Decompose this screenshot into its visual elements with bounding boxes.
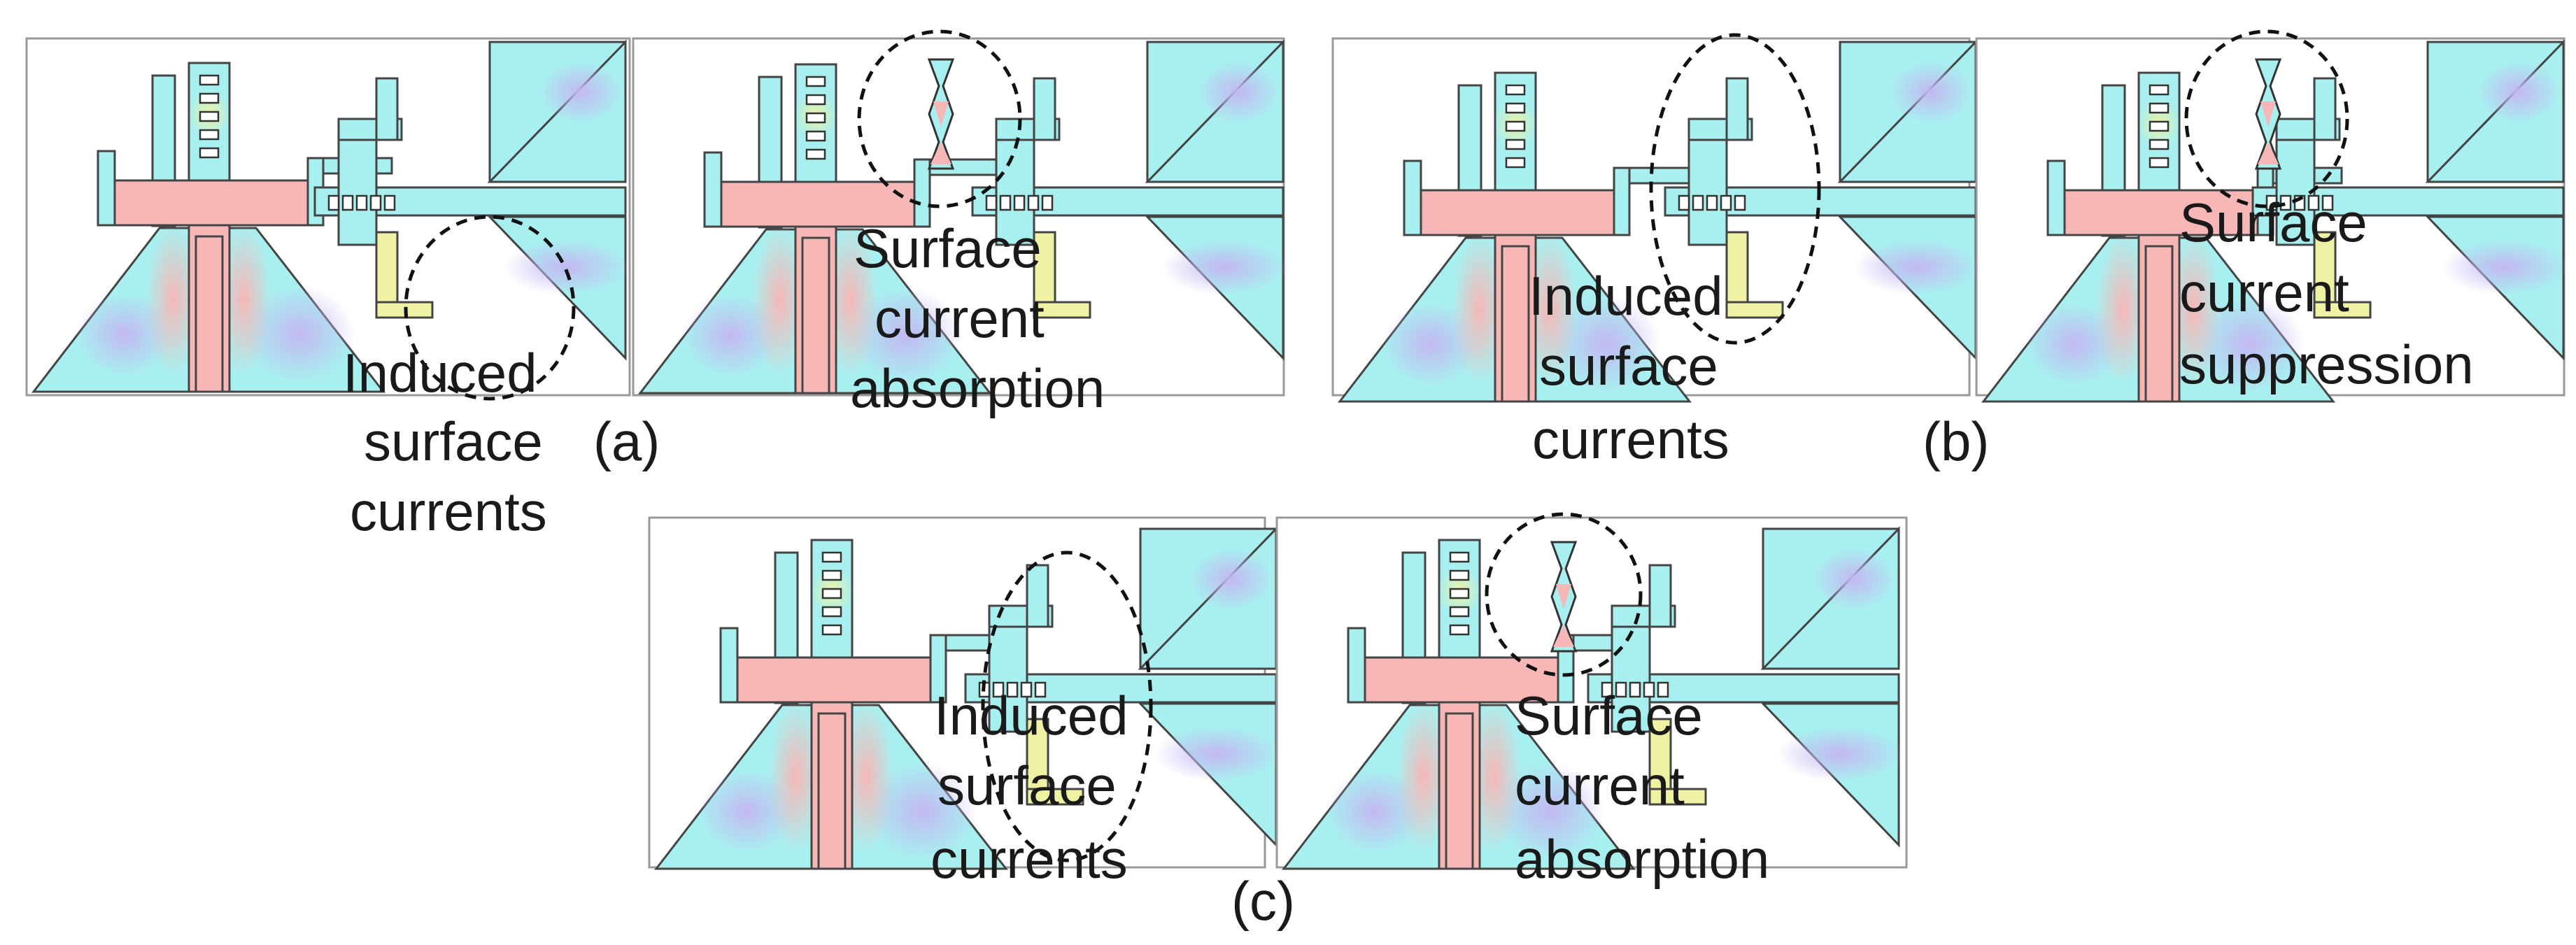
panel-c-caption: (c) <box>1231 870 1295 932</box>
panel-c: Induced surface currents Surface current… <box>648 512 1908 932</box>
panel-a-caption: (a) <box>593 411 660 472</box>
panel-b-left-annotation: Induced surface currents <box>1529 265 1738 470</box>
panel-a: Induced surface currents Surface current… <box>25 29 1289 542</box>
panel-a-left-ring <box>404 215 576 401</box>
panel-c-left-ring <box>981 550 1153 862</box>
panel-a-left-annotation: Induced surface currents <box>343 342 558 542</box>
panel-b-right-ring <box>2184 29 2349 208</box>
panel-a-absorber <box>928 58 954 170</box>
panel-b-caption: (b) <box>1923 411 1989 472</box>
panel-a-right-ring <box>857 29 1022 208</box>
panel-b-right-annotation: Surface current suppression <box>2179 192 2474 395</box>
panel-c-right-annotation: Surface current absorption <box>1515 685 1769 890</box>
panel-b-left-ring <box>1649 33 1821 345</box>
panel-b: Induced surface currents Surface current… <box>1331 29 2569 472</box>
panel-a-right-annotation: Surface current absorption <box>850 218 1105 419</box>
panel-c-right-ring <box>1485 512 1643 677</box>
panel-c-left-annotation: Induced surface currents <box>930 685 1143 890</box>
panel-a-left-frame <box>25 37 631 397</box>
panel-a-left-patch <box>313 41 631 360</box>
